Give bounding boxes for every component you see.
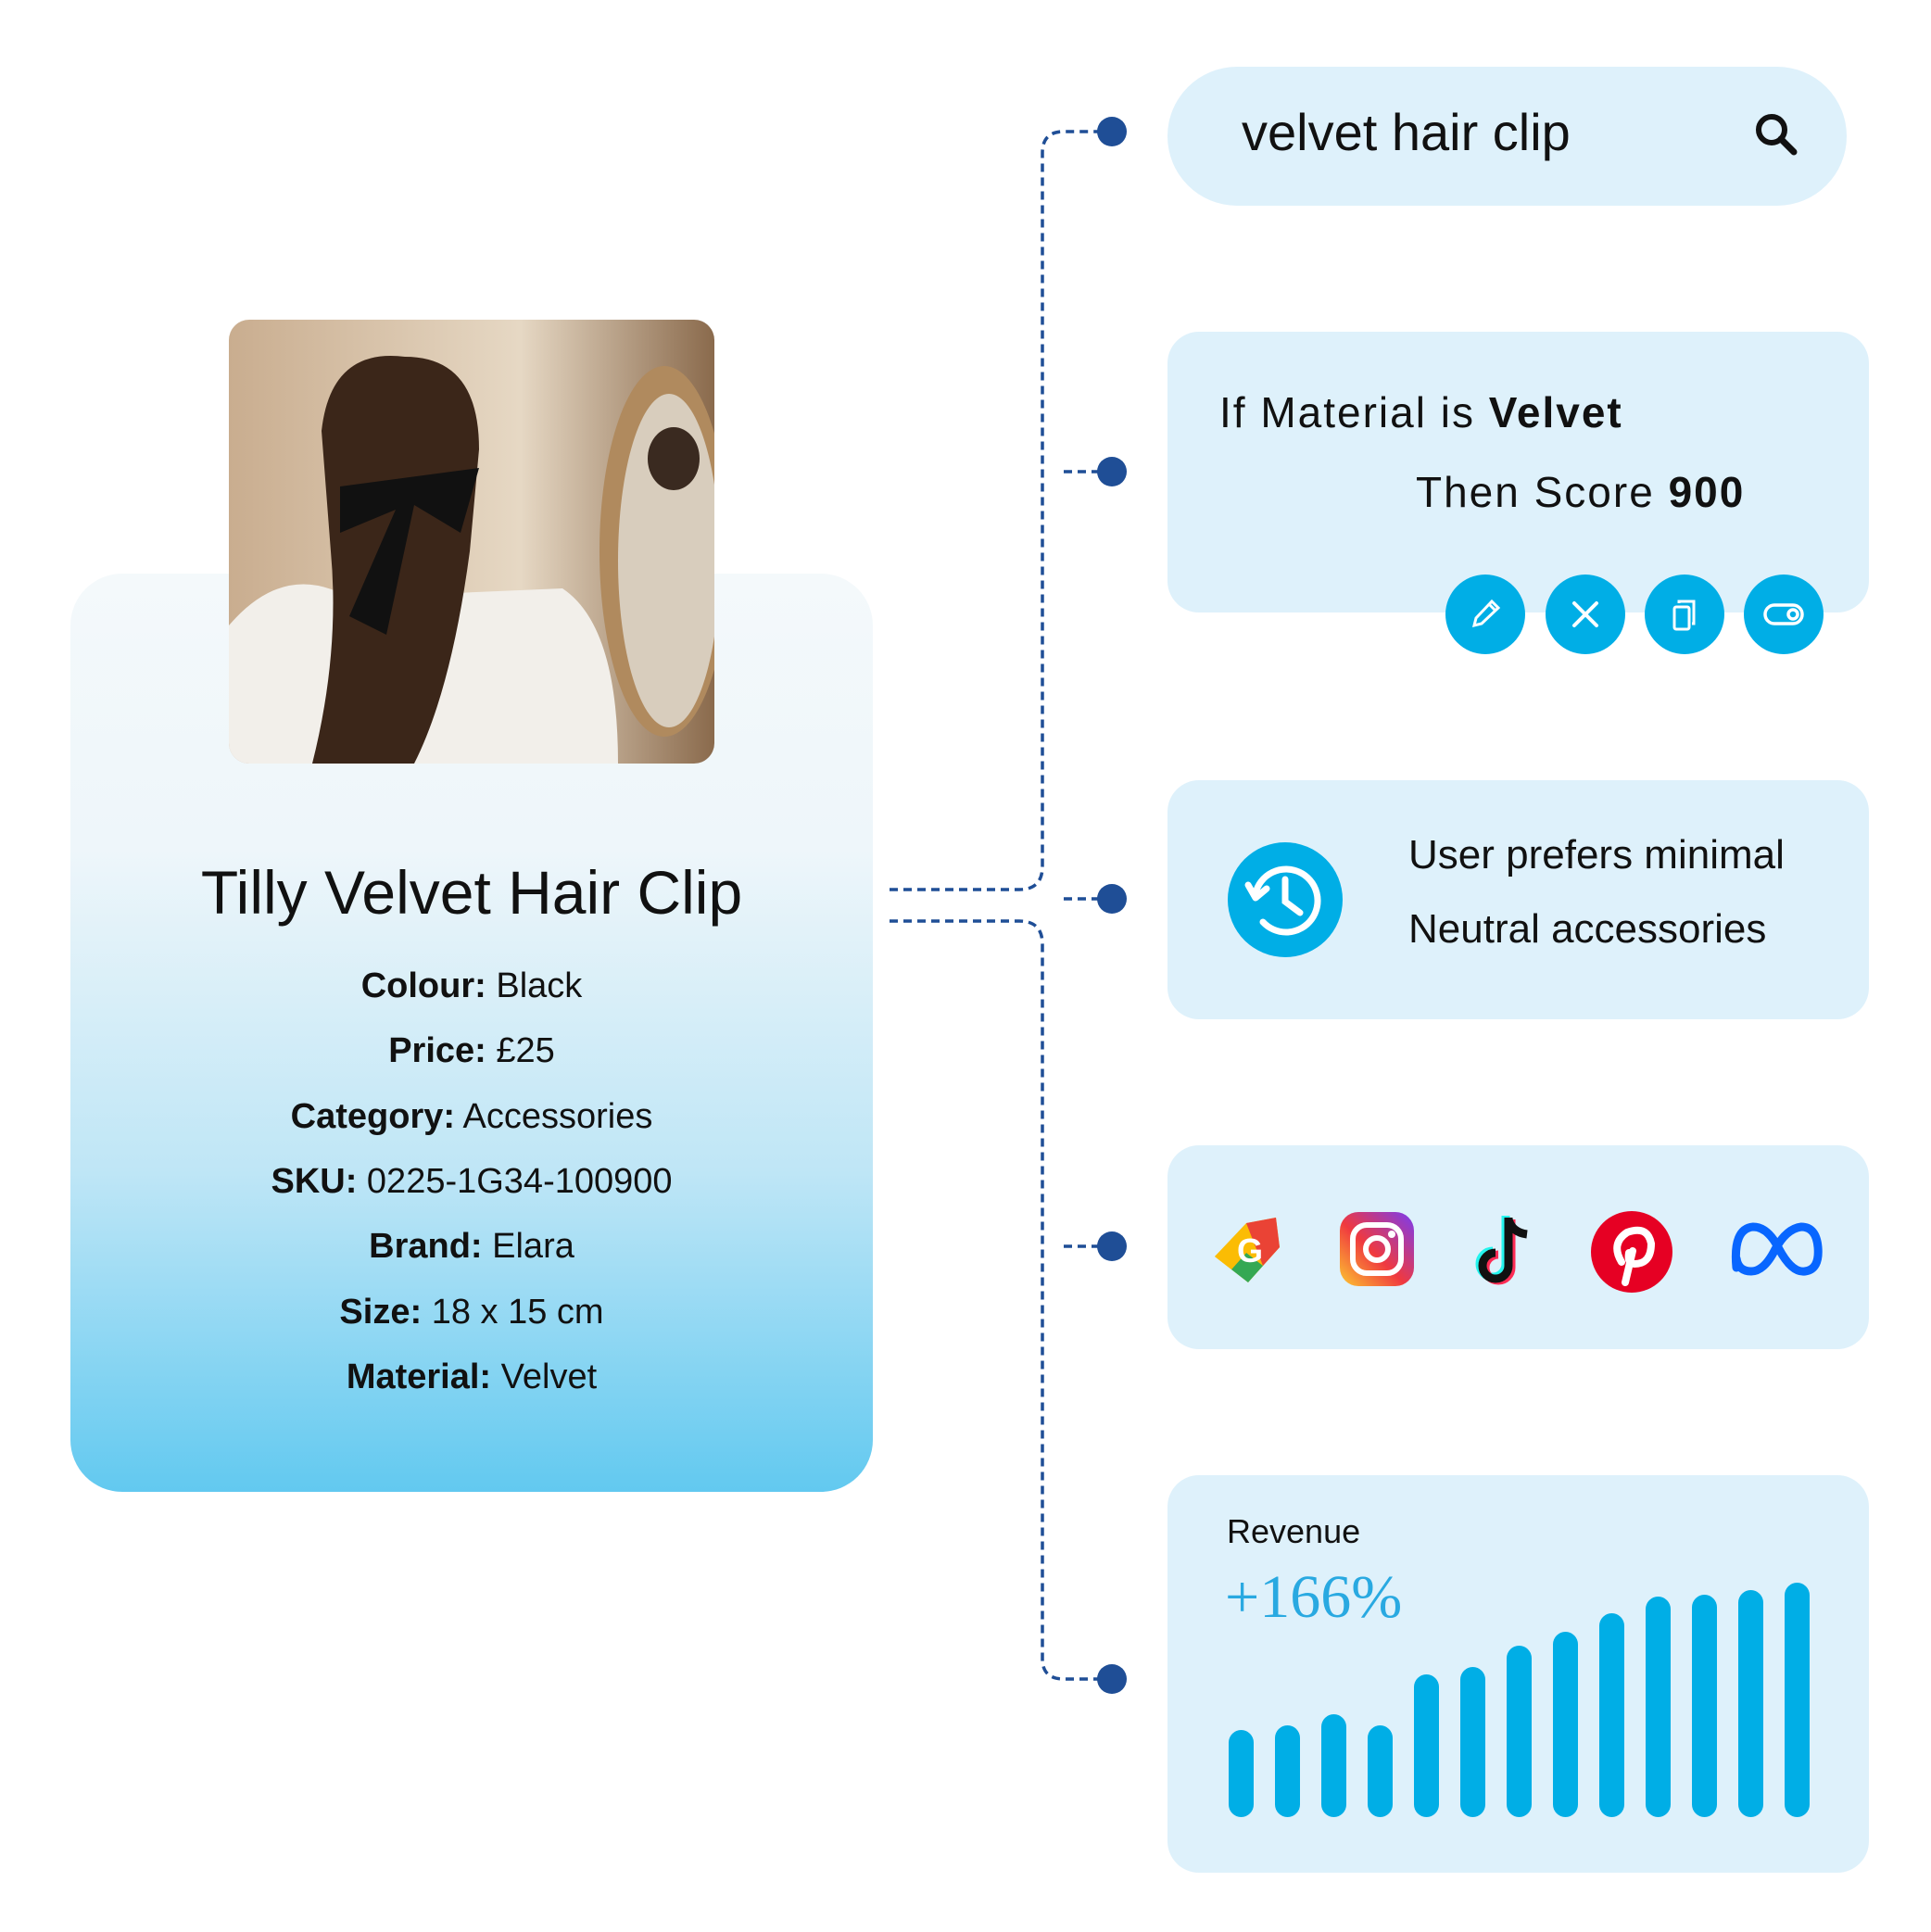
revenue-bar-13 — [1785, 1583, 1810, 1817]
revenue-bar-1 — [1229, 1730, 1254, 1817]
pinterest-icon[interactable] — [1590, 1210, 1672, 1293]
attribute-label: Price: — [388, 1031, 486, 1071]
tiktok-icon[interactable] — [1466, 1210, 1544, 1288]
instagram-icon[interactable] — [1338, 1210, 1416, 1288]
rule-card: If Material is Velvet Then Score 900 — [1167, 332, 1869, 612]
toggle-button[interactable] — [1744, 575, 1824, 654]
attribute-value: Accessories — [462, 1096, 653, 1136]
revenue-bar-5 — [1414, 1673, 1439, 1817]
edit-icon — [1471, 599, 1501, 628]
revenue-bar-6 — [1460, 1667, 1485, 1817]
attribute-value: Black — [496, 966, 583, 1005]
connector-search — [890, 130, 1103, 891]
copy-button[interactable] — [1645, 575, 1724, 654]
revenue-bar-3 — [1321, 1713, 1346, 1817]
attribute-label: Colour: — [360, 966, 486, 1005]
product-attribute: Category: Accessories — [70, 1097, 873, 1137]
history-icon — [1228, 842, 1343, 962]
attribute-value: Velvet — [500, 1357, 598, 1396]
preference-line-2: Neutral accessories — [1408, 906, 1767, 952]
attribute-label: Size: — [339, 1292, 423, 1332]
rule-condition: If Material is Velvet — [1219, 388, 1623, 436]
product-attribute: Brand: Elara — [70, 1227, 873, 1267]
product-title: Tilly Velvet Hair Clip — [200, 858, 743, 927]
delete-button[interactable] — [1546, 575, 1625, 654]
connector-dot — [1097, 117, 1127, 146]
connector-dot — [1097, 457, 1127, 486]
connector-dot — [1097, 884, 1127, 914]
google-shopping-icon[interactable]: G — [1209, 1210, 1287, 1288]
attribute-label: Brand: — [369, 1227, 483, 1267]
revenue-bar-2 — [1275, 1725, 1300, 1817]
edit-button[interactable] — [1445, 575, 1525, 654]
preference-line-1: User prefers minimal — [1408, 832, 1785, 878]
product-attribute: Material: Velvet — [70, 1357, 873, 1397]
product-photo — [229, 320, 714, 764]
revenue-bar-12 — [1738, 1589, 1763, 1817]
revenue-bar-4 — [1368, 1725, 1393, 1817]
preference-card: User prefers minimal Neutral accessories — [1167, 780, 1869, 1019]
attribute-label: Material: — [346, 1357, 492, 1396]
revenue-bar-7 — [1507, 1646, 1532, 1817]
attribute-value: Elara — [492, 1227, 574, 1267]
connector-dot — [1097, 1664, 1127, 1694]
svg-text:G: G — [1237, 1231, 1263, 1269]
revenue-bar-9 — [1599, 1612, 1624, 1817]
product-attribute: Price: £25 — [70, 1031, 873, 1071]
search-icon[interactable] — [1753, 111, 1799, 162]
close-icon — [1572, 601, 1598, 627]
copy-icon — [1672, 600, 1696, 631]
chart-title: Revenue — [1227, 1512, 1361, 1550]
product-attribute: Size: 18 x 15 cm — [70, 1293, 873, 1332]
attribute-value: £25 — [496, 1031, 555, 1071]
revenue-card: Revenue +166% — [1167, 1475, 1869, 1873]
revenue-bar-8 — [1553, 1632, 1578, 1817]
attribute-value: 18 x 15 cm — [431, 1292, 604, 1332]
connector-revenue — [890, 919, 1103, 1681]
product-attribute: SKU: 0225-1G34-100900 — [70, 1162, 873, 1202]
search-bar[interactable]: velvet hair clip — [1167, 67, 1847, 206]
revenue-growth: +166% — [1225, 1563, 1403, 1631]
channels-card: G — [1167, 1145, 1869, 1349]
search-input[interactable]: velvet hair clip — [1242, 103, 1571, 161]
toggle-icon — [1763, 603, 1804, 625]
attribute-label: Category: — [290, 1096, 456, 1136]
revenue-bar-10 — [1646, 1597, 1671, 1817]
revenue-bars — [1229, 1475, 1812, 1873]
connector-dot — [1097, 1231, 1127, 1261]
attribute-label: SKU: — [271, 1161, 358, 1201]
attribute-value: 0225-1G34-100900 — [366, 1161, 673, 1201]
product-attribute: Colour: Black — [70, 966, 873, 1006]
revenue-bar-11 — [1692, 1594, 1717, 1817]
meta-icon[interactable] — [1727, 1210, 1827, 1288]
rule-outcome: Then Score 900 — [1416, 468, 1746, 516]
